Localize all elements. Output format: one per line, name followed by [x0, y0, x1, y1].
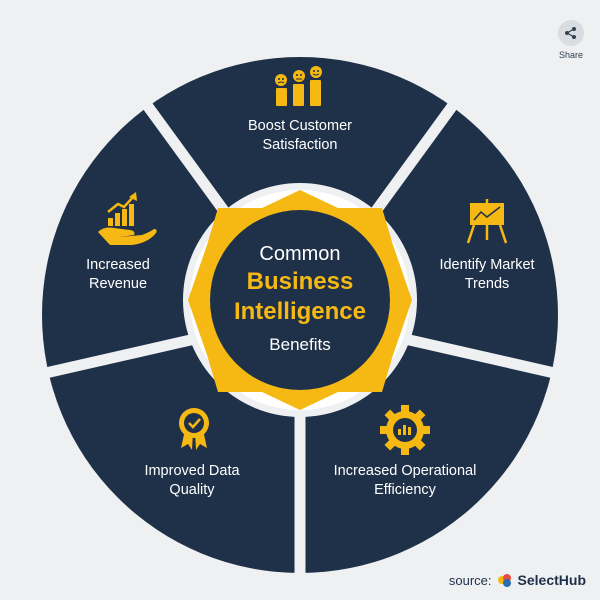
- share-icon: [565, 27, 576, 39]
- source-prefix: source:: [448, 572, 492, 588]
- segment-label-line: Improved Data: [144, 463, 240, 479]
- segment-label-market-trends: Identify Market Trends: [402, 256, 572, 294]
- gear-chart-icon: [380, 405, 430, 455]
- award-check-icon: [179, 408, 209, 450]
- selecthub-logo-icon: [497, 574, 511, 587]
- segment-label-operational-efficiency: Increased Operational Efficiency: [320, 462, 490, 500]
- segment-label-line: Satisfaction: [262, 137, 338, 153]
- center-title-business: Business: [246, 268, 354, 295]
- source-brand: SelectHub: [517, 572, 586, 588]
- segment-label-data-quality: Improved Data Quality: [107, 462, 277, 500]
- source-attribution: source: SelectHub: [449, 572, 586, 588]
- segment-label-line: Identify Market: [439, 257, 535, 273]
- emoji-bars-icon: [275, 66, 322, 106]
- segment-label-line: Efficiency: [374, 482, 436, 498]
- segment-label-customer-satisfaction: Boost Customer Satisfaction: [215, 117, 385, 155]
- center-title-common: Common: [259, 243, 341, 265]
- share-label: Share: [558, 50, 584, 60]
- chart-easel-icon: [466, 199, 508, 244]
- segment-label-line: Quality: [169, 482, 215, 498]
- share-button[interactable]: [558, 20, 584, 46]
- segment-dividers: [13, 71, 587, 590]
- center-title-intelligence: Intelligence: [233, 298, 367, 325]
- segment-label-line: Increased Operational: [333, 463, 477, 479]
- segment-label-line: Boost Customer: [248, 118, 352, 134]
- segment-label-line: Trends: [464, 276, 510, 292]
- hand-growth-icon: [98, 192, 157, 245]
- center-title-benefits: Benefits: [269, 335, 331, 354]
- share-control[interactable]: Share: [556, 20, 586, 60]
- segment-label-revenue: Increased Revenue: [33, 256, 203, 294]
- segment-label-line: Revenue: [88, 276, 148, 292]
- center-disk: [210, 210, 390, 390]
- segment-label-line: Increased: [86, 257, 150, 273]
